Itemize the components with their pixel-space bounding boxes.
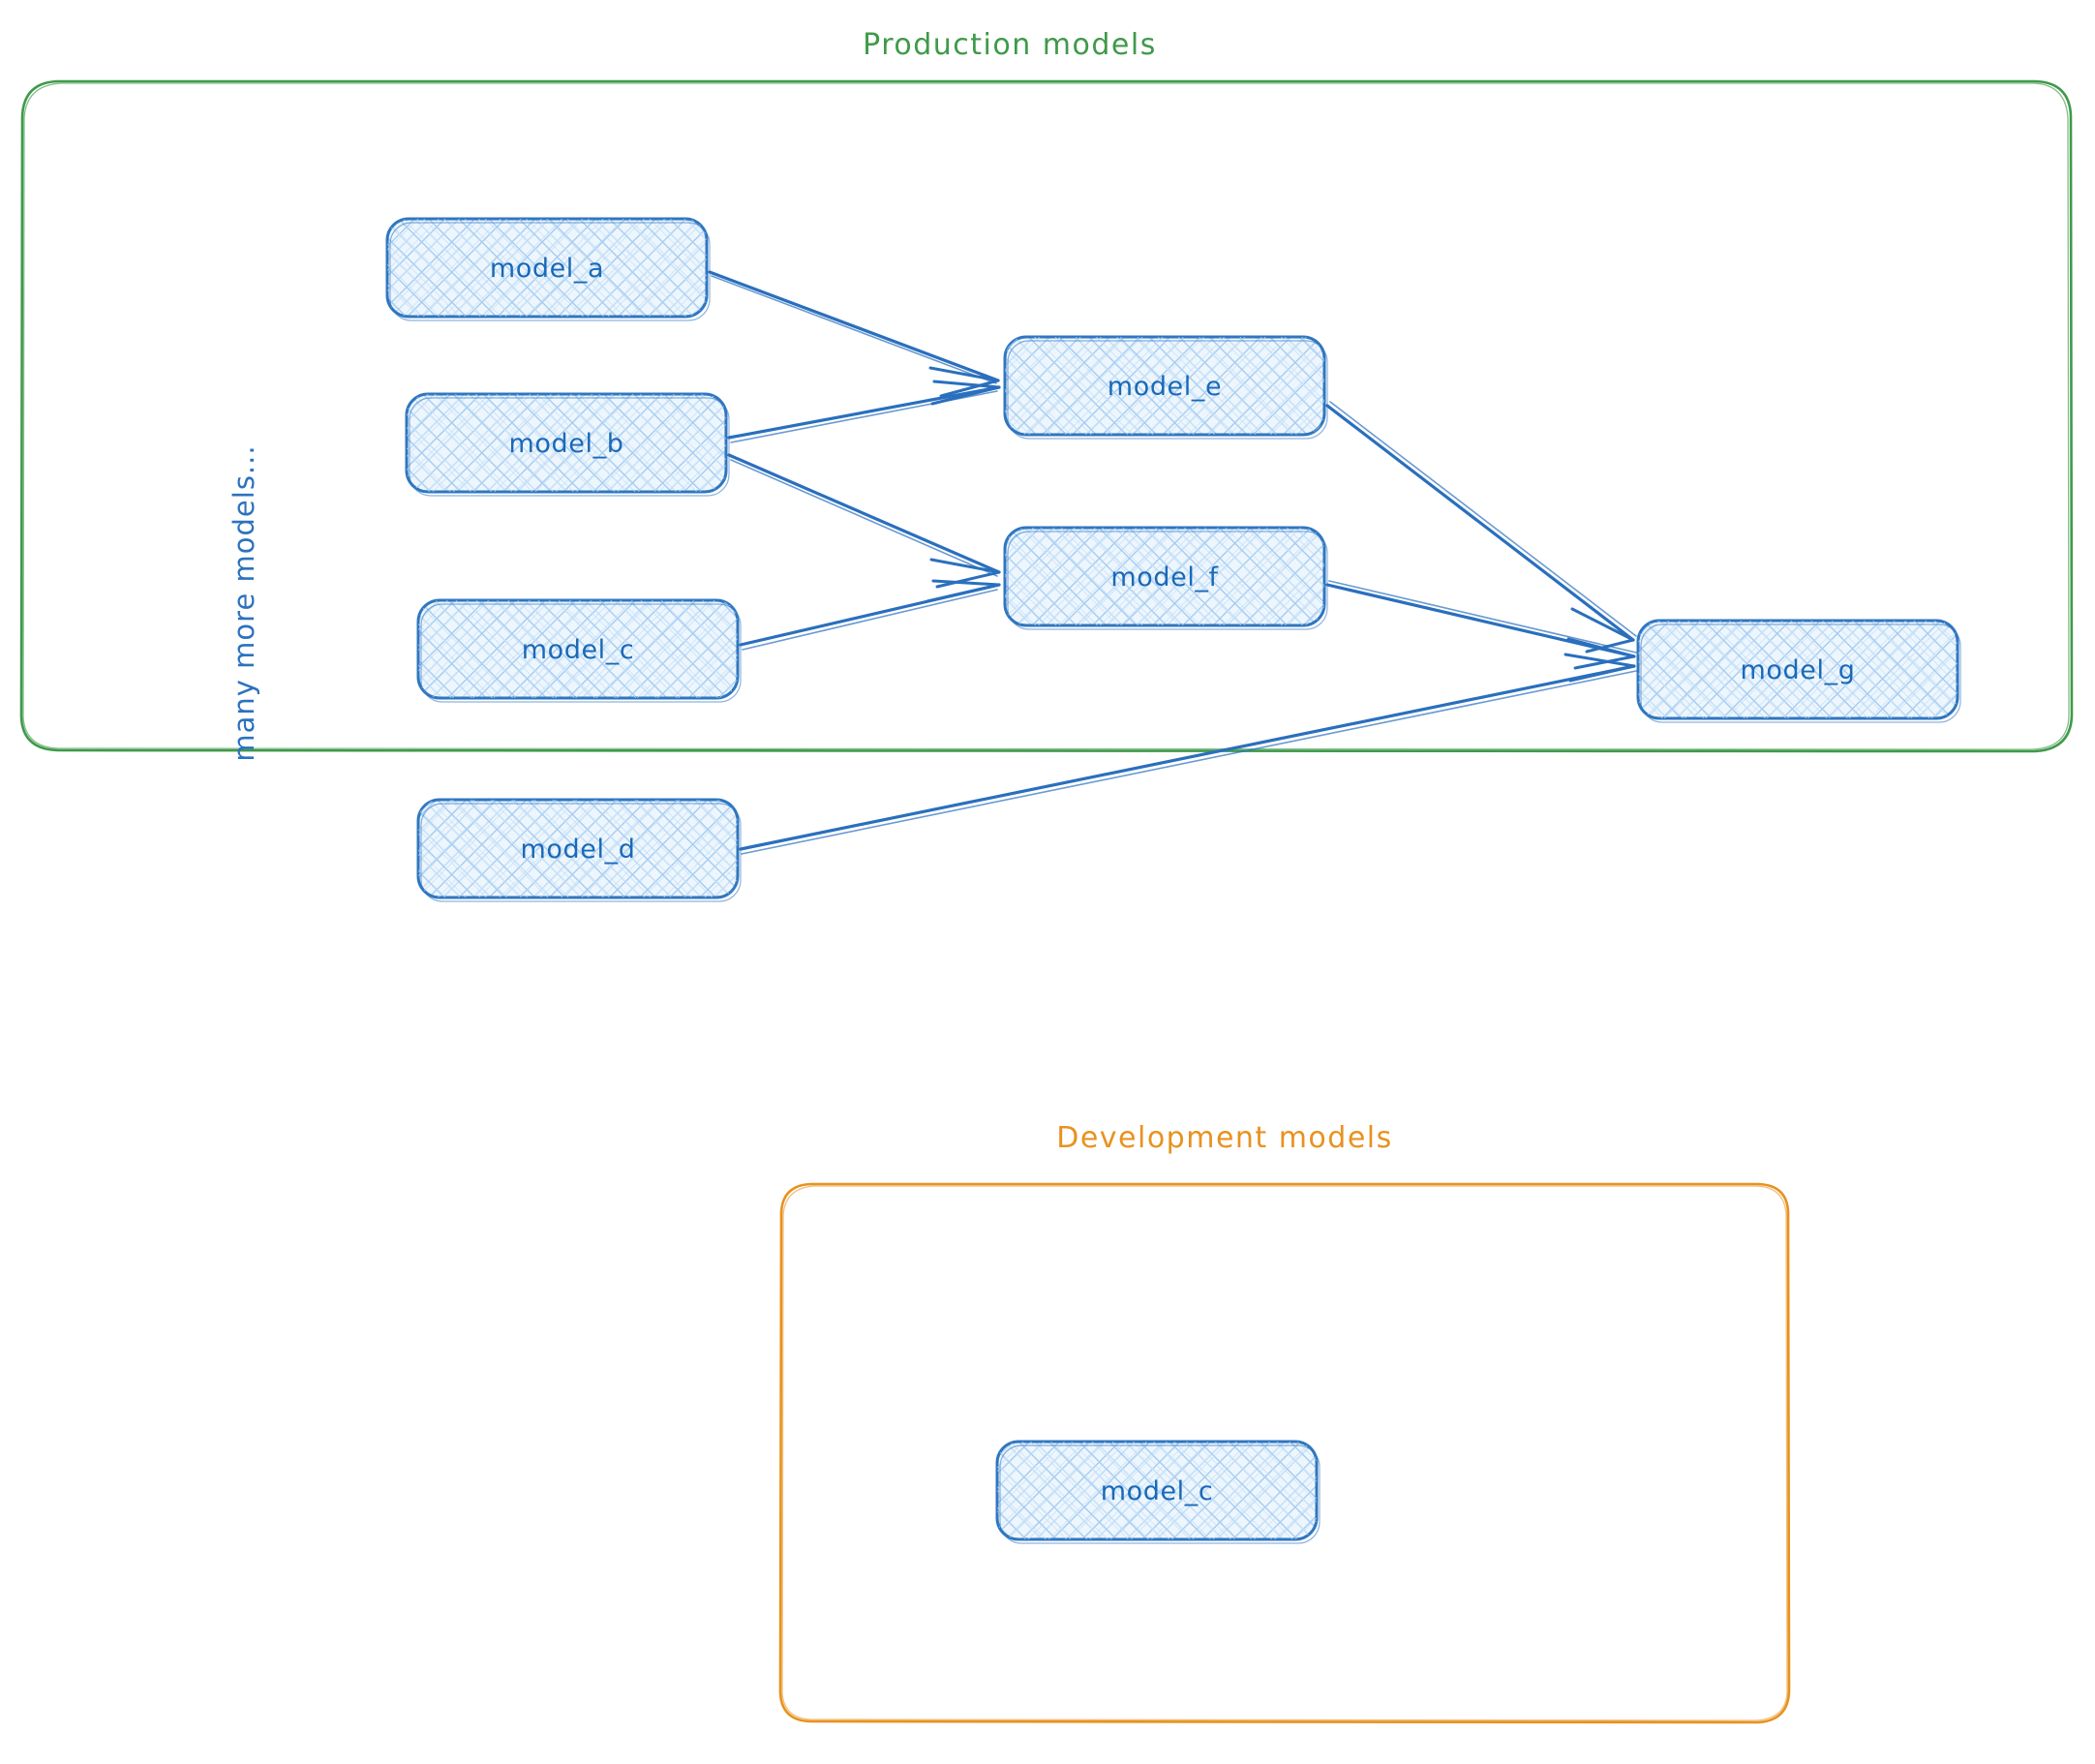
edges-layer (708, 270, 1637, 855)
node-label: model_c (522, 635, 635, 665)
node-label: model_a (490, 254, 604, 284)
edge-model-e-to-model-g (1325, 401, 1637, 654)
edge-model-b-to-model-e (727, 380, 1001, 443)
node-label: model_f (1110, 563, 1219, 593)
node-model-b[interactable]: model_b (405, 392, 730, 497)
edge-model-d-to-model-g (739, 653, 1637, 855)
node-model-a[interactable]: model_a (385, 217, 711, 321)
node-model-g[interactable]: model_g (1636, 619, 1961, 723)
edge-model-f-to-model-g (1325, 580, 1637, 670)
node-model-c-dev[interactable]: model_c (995, 1440, 1321, 1544)
node-model-f[interactable]: model_f (1003, 526, 1328, 630)
group-title-production: Production models (863, 28, 1157, 62)
node-model-e[interactable]: model_e (1003, 335, 1328, 440)
node-label: model_c (1101, 1476, 1214, 1506)
group-title-development: Development models (1056, 1121, 1393, 1155)
node-label: model_d (521, 835, 636, 865)
node-model-d[interactable]: model_d (416, 798, 742, 902)
node-model-c[interactable]: model_c (416, 598, 742, 703)
node-label: model_e (1108, 372, 1222, 402)
edge-model-b-to-model-f (727, 453, 1001, 589)
node-label: model_b (509, 429, 624, 459)
group-container-production (19, 79, 2074, 753)
edge-model-a-to-model-e (708, 270, 1000, 398)
node-label: model_g (1741, 655, 1856, 685)
edge-model-c-to-model-f (739, 579, 1001, 651)
many-more-models-label: many more models... (228, 444, 260, 761)
group-container-development (778, 1182, 1791, 1724)
nodes-layer: model_a model_b model_c model_d (385, 217, 1961, 1544)
